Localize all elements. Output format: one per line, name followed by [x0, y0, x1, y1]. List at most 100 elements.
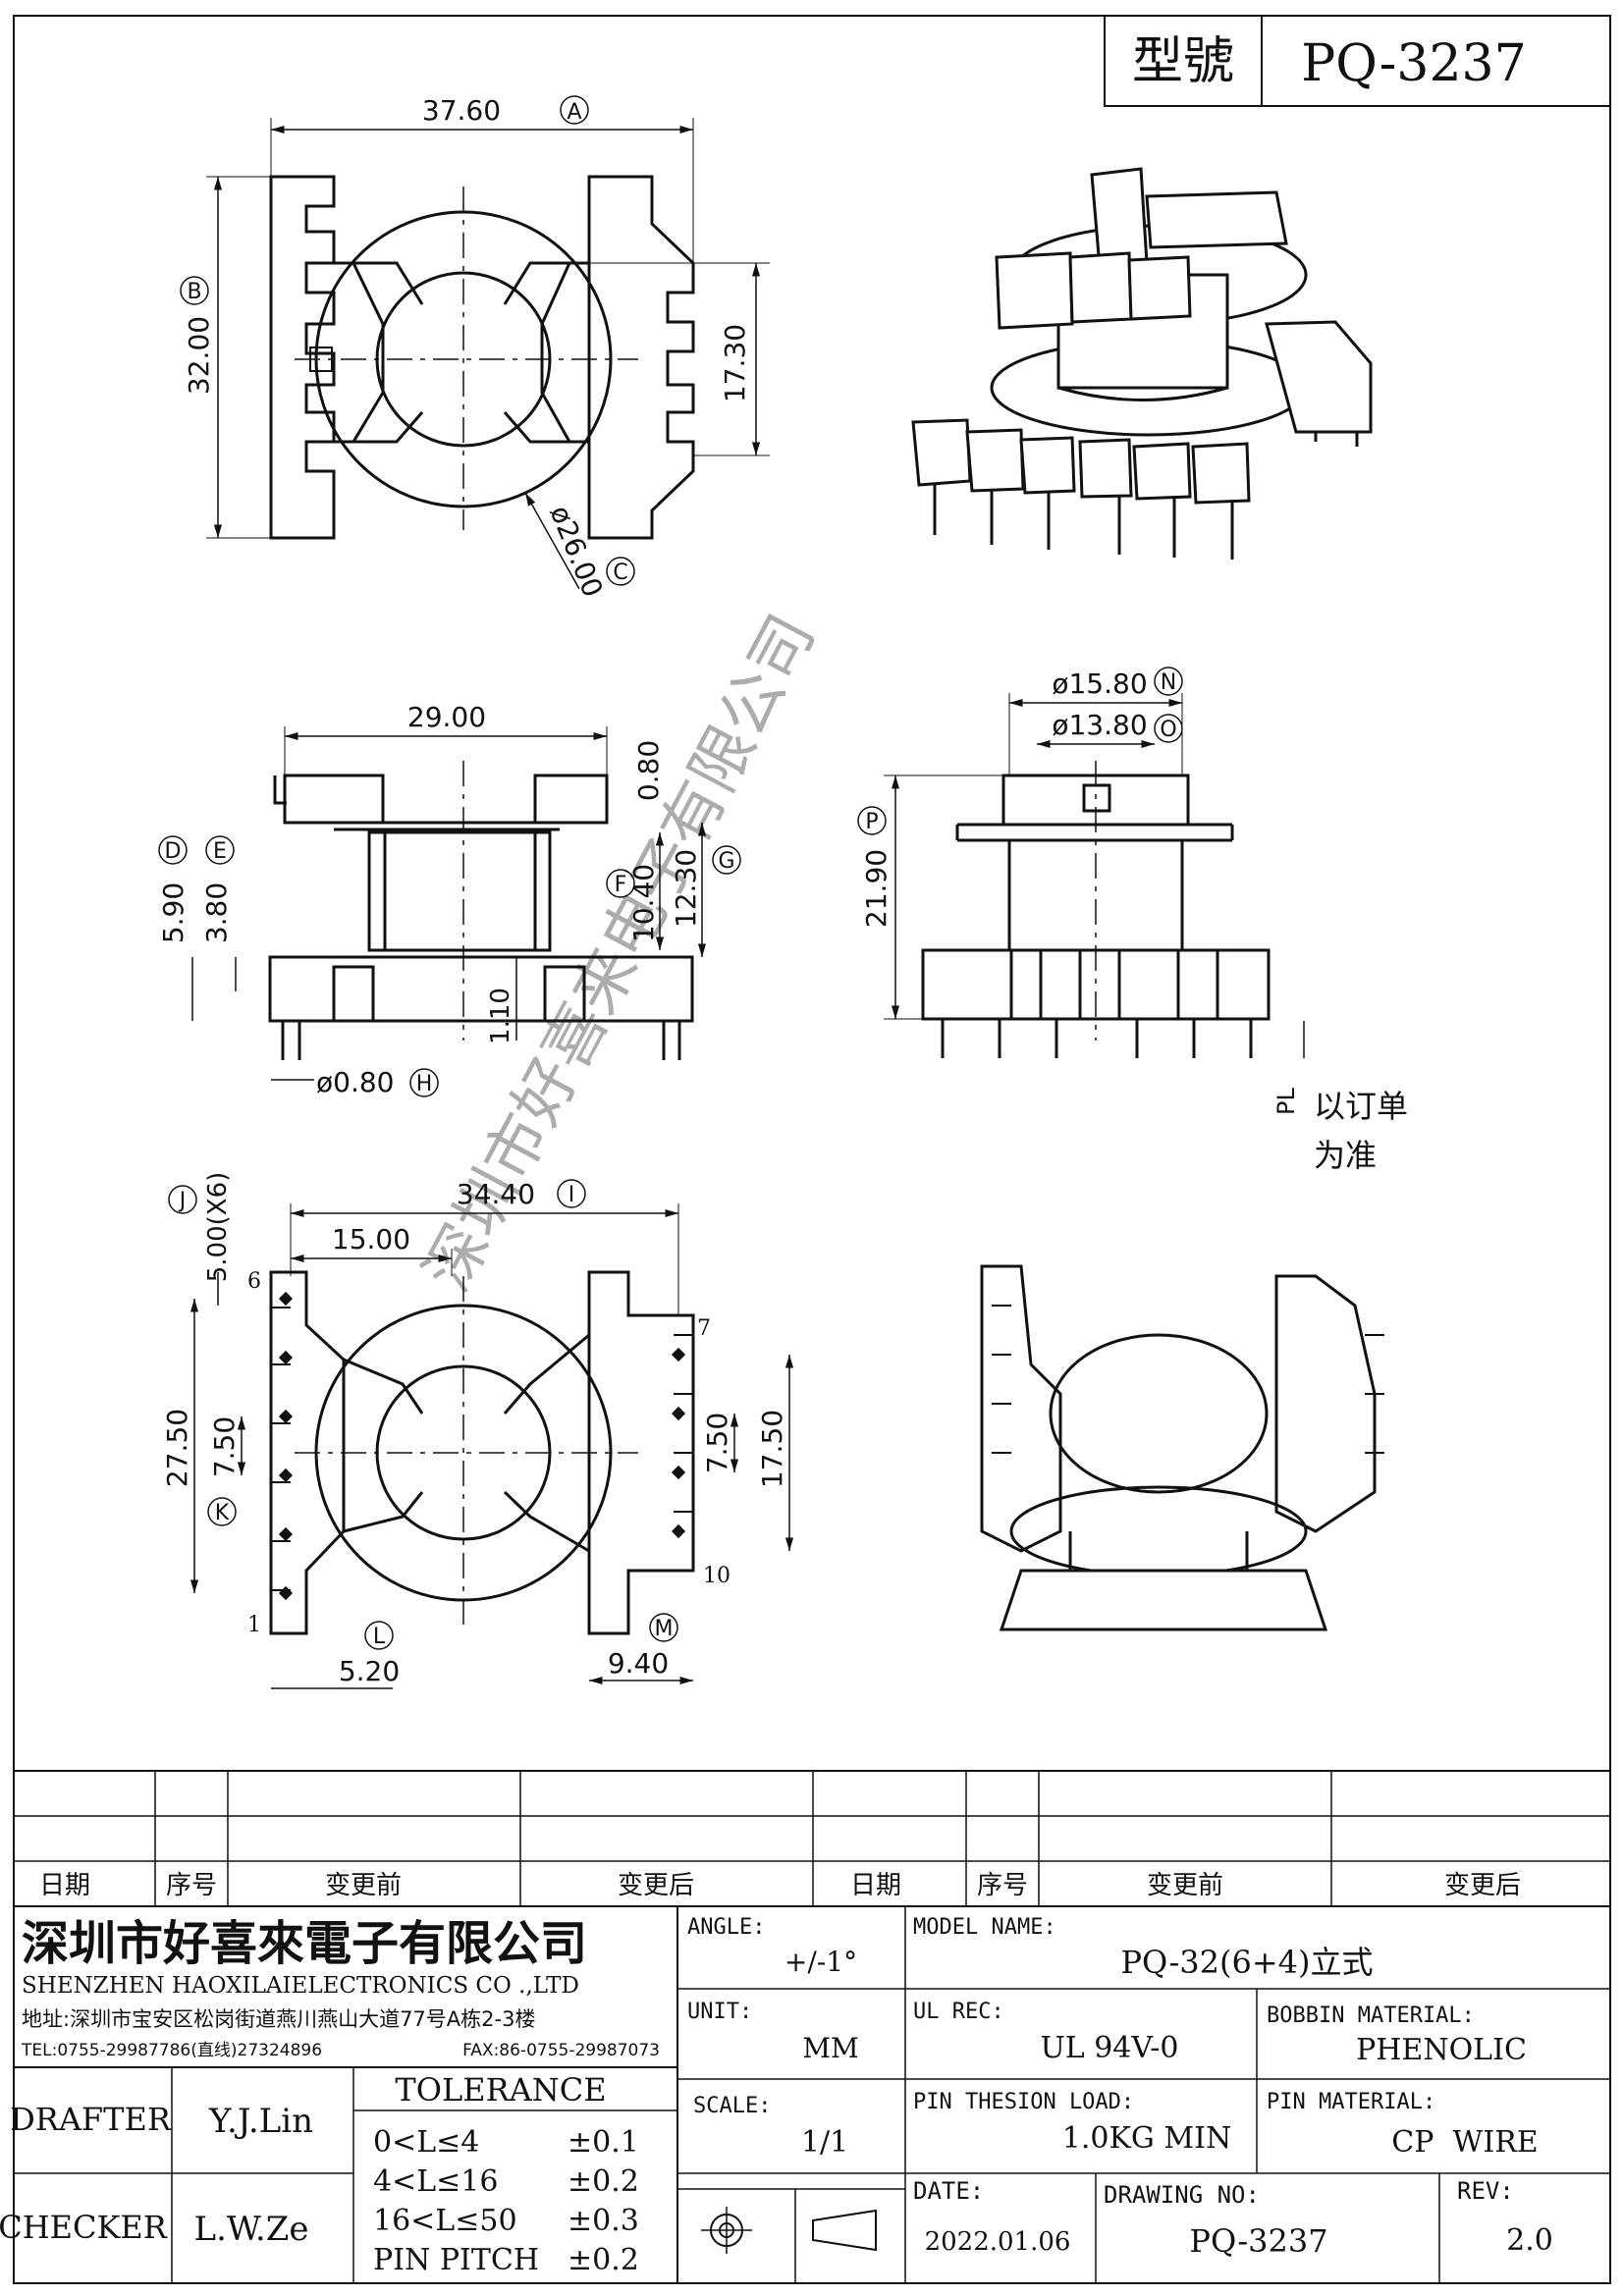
sheet-border	[13, 15, 1611, 2284]
pin-label-1: 1	[247, 1613, 261, 1637]
iso-view-bottom	[980, 1264, 1384, 1631]
rev-header-after-1: 变更后	[618, 1871, 694, 1900]
spec-block: ANGLE: +/-1° MODEL NAME: PQ-32(6+4)立式 UN…	[687, 1915, 1553, 2260]
model-box: 型號 PQ-3237	[1104, 15, 1611, 107]
top-dim-width: 37.60	[422, 94, 501, 127]
company-name-cn: 深圳市好喜來電子有限公司	[22, 1916, 587, 1971]
bottom-dim-pitch-row: 15.00	[332, 1223, 410, 1255]
top-dim-height: 32.00	[183, 316, 215, 395]
pin-label-10: 10	[703, 1564, 730, 1588]
bottom-dim-left-pitch: 7.50	[208, 1416, 241, 1477]
bottom-view	[269, 1270, 695, 1635]
rev-header-no-2: 序号	[977, 1871, 1028, 1900]
scale-value: 1/1	[801, 2125, 848, 2160]
rev-value: 2.0	[1506, 2223, 1553, 2258]
bottom-dim-right-pitch: 7.50	[701, 1413, 733, 1473]
front-dim-flange: 0.80	[632, 740, 665, 801]
bottom-dim-l: 5.20	[339, 1655, 400, 1687]
bottom-view-dims: 34.40 I 15.00 5.00(X6) J 27.50 7.50 K 7.…	[161, 1172, 794, 1689]
bottom-dim-m: 9.40	[608, 1647, 669, 1680]
tol-range-3: PIN PITCH	[373, 2243, 539, 2277]
front-dim-f-tag: F	[615, 873, 627, 897]
top-view	[269, 175, 695, 540]
front-dim-e: 3.80	[200, 882, 233, 943]
pin-load-value: 1.0KG MIN	[1062, 2121, 1231, 2156]
front-dim-base: 1.10	[486, 988, 515, 1044]
unit-value: MM	[802, 2032, 858, 2064]
bobbin-value: PHENOLIC	[1356, 2033, 1527, 2067]
tol-value-2: ±0.3	[568, 2204, 639, 2238]
top-dim-height-tag: B	[187, 280, 201, 304]
front-dim-g-tag: G	[718, 849, 734, 874]
angle-value: +/-1°	[784, 1946, 857, 1978]
drawing-label: DRAWING NO:	[1104, 2181, 1260, 2209]
angle-label: ANGLE:	[687, 1915, 765, 1940]
front-dim-d: 5.90	[157, 882, 189, 943]
side-pl-note-2: 为准	[1314, 1137, 1377, 1174]
bottom-dim-j: 5.00(X6)	[203, 1172, 233, 1283]
bottom-dim-right-height: 17.50	[756, 1410, 788, 1488]
rev-header-date-1: 日期	[39, 1871, 90, 1900]
company-fax: FAX:86-0755-29987073	[462, 2041, 660, 2060]
bottom-dim-l-tag: L	[373, 1625, 386, 1649]
front-dim-e-tag: E	[213, 839, 227, 864]
top-dim-inner: 17.30	[719, 324, 751, 402]
bottom-dim-width-tag: I	[568, 1183, 575, 1207]
rev-label: REV:	[1457, 2177, 1514, 2205]
tol-range-0: 0<L≤4	[373, 2125, 479, 2160]
front-dim-pin: ø0.80	[316, 1066, 394, 1098]
tolerance-label: TOLERANCE	[395, 2071, 606, 2109]
front-view-dims: 29.00 0.80 5.90 D 3.80 E 10.40 F 12.30 G…	[157, 701, 741, 1098]
bottom-dim-m-tag: M	[655, 1617, 674, 1641]
side-view-dims: ø15.80 N ø13.80 O 21.90 P PL 以订单 为准	[857, 667, 1408, 1174]
rev-header-date-2: 日期	[850, 1871, 901, 1900]
bottom-dim-width: 34.40	[457, 1178, 535, 1210]
tol-value-1: ±0.2	[568, 2164, 639, 2199]
model-label: 型號	[1132, 32, 1234, 91]
side-pl-note-1: 以订单	[1314, 1088, 1408, 1125]
side-dim-height-tag: P	[865, 810, 878, 834]
top-dim-dia-tag: C	[613, 561, 627, 585]
front-dim-g: 12.30	[670, 849, 702, 928]
pin-mat-label: PIN MATERIAL:	[1267, 2090, 1435, 2114]
company-address: 地址:深圳市宝安区松岗街道燕川燕山大道77号A栋2-3楼	[22, 2007, 535, 2031]
top-dim-width-tag: A	[567, 100, 581, 125]
model-name-value: PQ-32(6+4)立式	[1121, 1944, 1374, 1981]
unit-label: UNIT:	[687, 2000, 752, 2024]
side-dim-height: 21.90	[860, 849, 893, 928]
side-dim-outer-tag: N	[1161, 670, 1176, 695]
checker-value: L.W.Ze	[194, 2210, 309, 2249]
ul-value: UL 94V-0	[1040, 2031, 1178, 2065]
front-view	[268, 761, 694, 1060]
pin-mat-value: CP WIRE	[1391, 2125, 1538, 2160]
company-tel: TEL:0755-29987786(直线)27324896	[21, 2041, 322, 2060]
tol-range-2: 16<L≤50	[373, 2204, 517, 2238]
date-value: 2022.01.06	[925, 2227, 1071, 2257]
drafter-label: DRAFTER	[10, 2101, 172, 2138]
rev-header-before-1: 变更前	[325, 1871, 402, 1900]
revision-headers: 日期 序号 变更前 变更后 日期 序号 变更前 变更后	[39, 1871, 1521, 1900]
side-dim-outer: ø15.80	[1052, 667, 1147, 700]
company-block: 深圳市好喜來電子有限公司 SHENZHEN HAOXILAIELECTRONIC…	[21, 1916, 660, 2060]
drafter-value: Y.J.Lin	[208, 2102, 313, 2141]
tol-range-1: 4<L≤16	[373, 2164, 498, 2199]
front-dim-d-tag: D	[165, 839, 182, 864]
drawing-value: PQ-3237	[1189, 2222, 1327, 2260]
pin-label-7: 7	[697, 1316, 711, 1341]
tol-value-3: ±0.2	[568, 2243, 639, 2277]
side-pl-label: PL	[1272, 1088, 1300, 1115]
checker-label: CHECKER	[0, 2209, 168, 2246]
front-dim-pin-tag: H	[416, 1072, 433, 1096]
bottom-dim-k-tag: K	[215, 1501, 230, 1525]
model-value: PQ-3237	[1301, 34, 1526, 93]
pin-load-label: PIN THESION LOAD:	[913, 2090, 1134, 2114]
bottom-dim-left-height: 27.50	[161, 1409, 193, 1487]
scale-label: SCALE:	[693, 2094, 771, 2118]
front-dim-width: 29.00	[407, 701, 486, 733]
bottom-dim-j-tag: J	[178, 1189, 187, 1213]
ul-label: UL REC:	[913, 2000, 1004, 2024]
bobbin-label: BOBBIN MATERIAL:	[1267, 2003, 1475, 2028]
title-block-grid	[14, 1906, 1610, 2283]
top-dim-dia: ø26.00	[544, 501, 610, 602]
